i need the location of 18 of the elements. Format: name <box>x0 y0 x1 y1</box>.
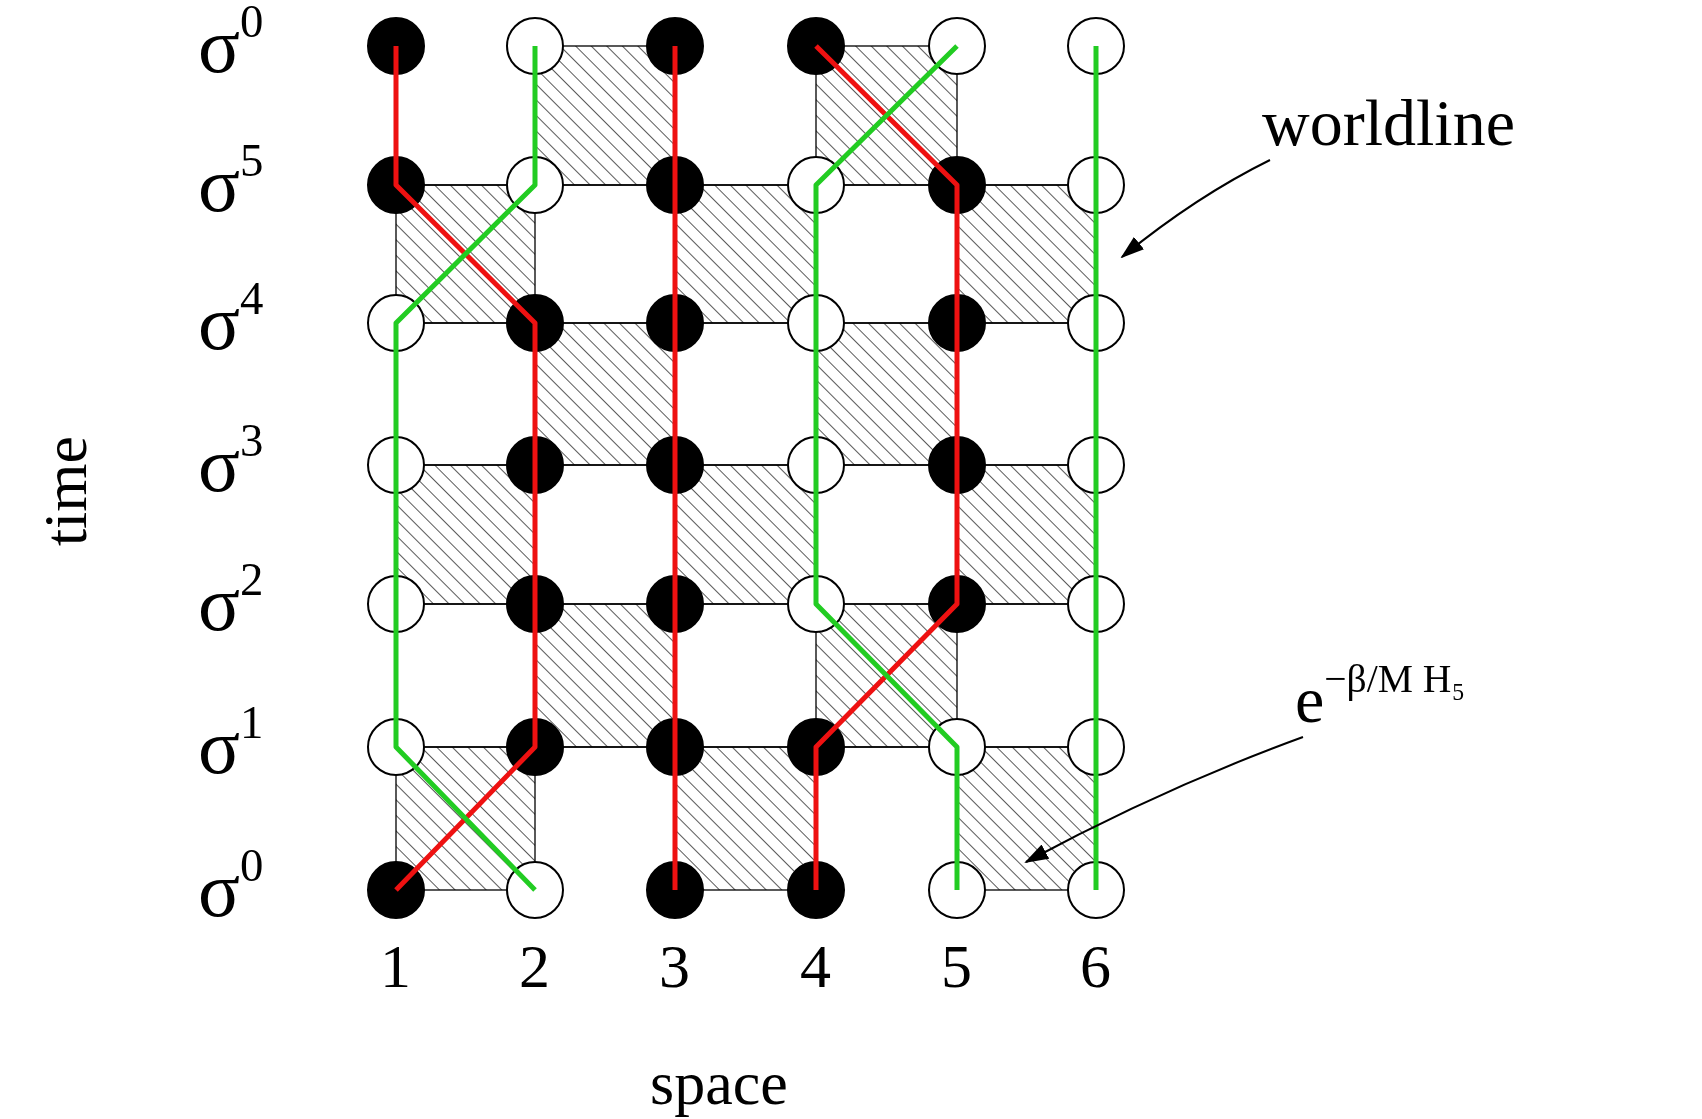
time-slice-label: σ$^{0}$ <box>198 0 264 86</box>
annotation-text: worldline <box>1262 86 1515 159</box>
site-number: 6 <box>1080 935 1111 997</box>
site-number: 2 <box>519 935 550 997</box>
leader-arrow <box>1024 736 1304 863</box>
site-number: 3 <box>659 935 690 997</box>
site-number: 1 <box>380 935 411 997</box>
time-slice-label: σ$^{2}$ <box>198 556 264 644</box>
time-slice-label: σ$^{0}$ <box>198 842 264 930</box>
time-slice-label: σ$^{1}$ <box>198 699 264 787</box>
time-slice-label: σ$^{4}$ <box>198 275 264 363</box>
time-slice-label: σ$^{5}$ <box>198 137 264 225</box>
time-slice-label: σ$^{3}$ <box>198 417 264 505</box>
site-number: 4 <box>800 935 831 997</box>
leader-arrow <box>1120 159 1271 259</box>
site-number: 5 <box>941 935 972 997</box>
axis-label: time <box>34 435 97 547</box>
annotation-text: e$^{−β/M H₅}$ <box>1295 662 1466 736</box>
